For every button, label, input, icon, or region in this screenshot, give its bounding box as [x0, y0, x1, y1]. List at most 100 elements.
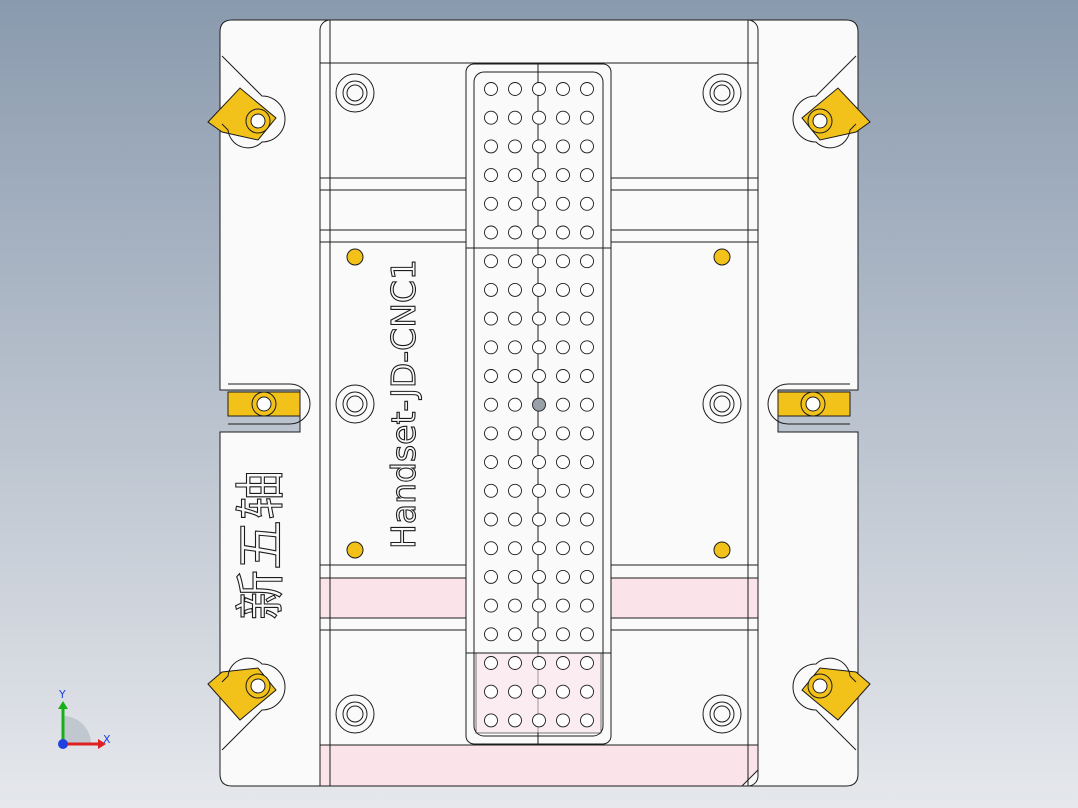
- pin-hole: [508, 426, 522, 441]
- pin-hole: [508, 225, 522, 240]
- pin-hole: [580, 656, 594, 670]
- guide-hole-mid-right[interactable]: [702, 384, 742, 424]
- guide-hole-top-left[interactable]: [335, 73, 375, 113]
- pin-hole: [484, 340, 498, 355]
- pin-hole: [484, 656, 498, 670]
- pink-face-bottom: [319, 744, 759, 787]
- mold-plate[interactable]: Handset-JD-CNC1 新五轴: [207, 19, 871, 787]
- pin-hole: [508, 282, 522, 297]
- pin-hole: [532, 455, 546, 470]
- pivot-hole-bore: [812, 113, 828, 129]
- pin-hole: [484, 254, 498, 269]
- pin-hole: [556, 225, 570, 240]
- pin-hole: [532, 569, 546, 584]
- pin-hole: [580, 369, 594, 383]
- pin-hole: [484, 139, 498, 154]
- pin-hole: [508, 541, 522, 556]
- pin-hole: [508, 139, 522, 154]
- pin-hole: [556, 541, 570, 556]
- pin-hole: [484, 598, 498, 613]
- slot-outline: [228, 383, 311, 425]
- pin-hole: [580, 684, 594, 699]
- pin-hole: [532, 684, 546, 699]
- pin-hole: [508, 369, 522, 383]
- pin-hole: [484, 426, 498, 441]
- pin-hole: [508, 684, 522, 699]
- pin-hole: [580, 82, 594, 96]
- pin-hole: [532, 282, 546, 297]
- pin-hole: [556, 713, 570, 728]
- gold-dowel: [713, 541, 731, 559]
- pin-hole: [508, 340, 522, 355]
- gold-dowel: [713, 248, 731, 266]
- engraving-chinese: 新五轴: [232, 470, 290, 620]
- slot-outline: [221, 657, 286, 751]
- guide-hole-mid-left[interactable]: [335, 384, 375, 424]
- pin-hole: [532, 225, 546, 240]
- pin-hole: [508, 656, 522, 670]
- pin-hole: [484, 397, 498, 412]
- pin-hole: [532, 713, 546, 728]
- pin-hole: [580, 426, 594, 441]
- pin-hole: [556, 311, 570, 326]
- pin-hole: [532, 627, 546, 642]
- pin-hole: [508, 713, 522, 728]
- pin-hole: [532, 311, 546, 326]
- left-side-rail: [219, 19, 331, 787]
- pin-hole: [508, 569, 522, 584]
- z-axis-dot: [58, 739, 68, 749]
- x-axis-arrowhead: [98, 739, 106, 749]
- slot-outline: [221, 55, 286, 149]
- pink-face-left: [319, 577, 467, 619]
- pin-hole: [484, 196, 498, 211]
- slot-outline: [792, 657, 857, 751]
- pin-hole: [580, 196, 594, 211]
- pin-hole: [580, 627, 594, 642]
- pin-hole: [556, 483, 570, 498]
- pin-hole: [580, 541, 594, 556]
- guide-hole-bottom-right[interactable]: [702, 694, 742, 734]
- pivot-hole-bore: [250, 113, 266, 129]
- pin-hole: [484, 369, 498, 383]
- pin-hole: [580, 397, 594, 412]
- pin-hole: [484, 569, 498, 584]
- guide-hole-bottom-left[interactable]: [335, 694, 375, 734]
- pin-hole: [556, 684, 570, 699]
- pin-hole: [484, 512, 498, 527]
- pin-hole: [484, 627, 498, 642]
- y-axis-arrowhead: [58, 701, 68, 709]
- pin-hole: [556, 254, 570, 269]
- pivot-hole-bore: [805, 396, 821, 412]
- pin-hole: [532, 340, 546, 355]
- pin-hole: [484, 168, 498, 183]
- pin-hole: [508, 254, 522, 269]
- pin-hole: [580, 340, 594, 355]
- slot-outline: [792, 55, 857, 149]
- pin-hole: [580, 139, 594, 154]
- pin-hole: [580, 598, 594, 613]
- pin-hole: [580, 282, 594, 297]
- pin-hole: [532, 426, 546, 441]
- pin-hole: [484, 225, 498, 240]
- pin-hole: [556, 369, 570, 383]
- pin-hole: [532, 110, 546, 125]
- triad-xy-arc: [63, 716, 91, 744]
- pin-hole: [484, 282, 498, 297]
- pin-hole: [532, 598, 546, 613]
- pin-hole: [532, 168, 546, 183]
- pin-hole: [484, 110, 498, 125]
- pin-hole: [508, 598, 522, 613]
- guide-hole-top-right[interactable]: [702, 73, 742, 113]
- pin-hole: [556, 598, 570, 613]
- pin-hole: [508, 627, 522, 642]
- pin-hole: [556, 82, 570, 96]
- pin-hole: [556, 139, 570, 154]
- pivot-hole-bore: [256, 396, 272, 412]
- pivot-hole-bore: [250, 678, 266, 694]
- right-side-rail: [747, 19, 859, 787]
- pin-hole: [556, 340, 570, 355]
- pin-hole: [484, 311, 498, 326]
- pin-hole: [580, 483, 594, 498]
